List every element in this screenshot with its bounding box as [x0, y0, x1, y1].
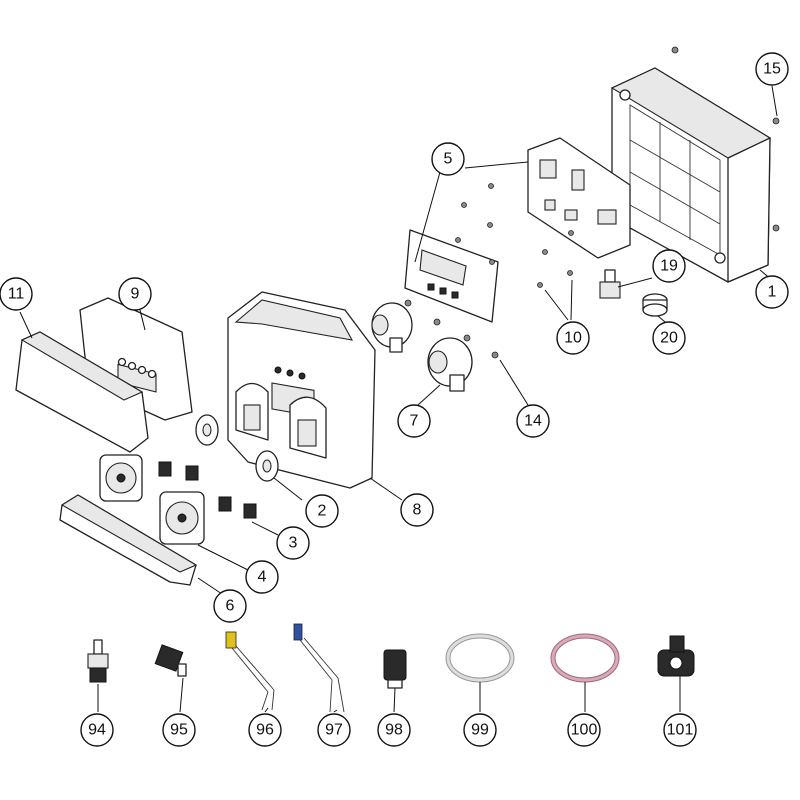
svg-text:94: 94: [88, 722, 106, 739]
callout-20: 20: [652, 321, 686, 355]
svg-text:14: 14: [524, 413, 542, 430]
svg-text:95: 95: [170, 722, 188, 739]
svg-text:97: 97: [325, 722, 343, 739]
svg-text:101: 101: [667, 722, 694, 739]
callout-96: 96: [248, 713, 282, 747]
callout-2: 2: [305, 494, 339, 528]
callout-99: 99: [463, 713, 497, 747]
display-board: [404, 229, 499, 323]
accessory-94-injection-valve: [87, 639, 109, 683]
accessory-101-collar: [657, 635, 695, 677]
callout-3: 3: [276, 526, 310, 560]
cap: [642, 293, 668, 317]
callout-15: 15: [755, 52, 789, 86]
pump-cover-upper: [99, 454, 143, 502]
callout-11: 11: [0, 277, 33, 311]
svg-text:1: 1: [768, 284, 777, 301]
callout-8: 8: [400, 493, 434, 527]
pump-front-body: [227, 291, 376, 489]
callout-97: 97: [317, 713, 351, 747]
screws: [404, 46, 780, 359]
front-cover: [15, 331, 149, 453]
callout-4: 4: [245, 560, 279, 594]
callout-7: 7: [397, 404, 431, 438]
svg-text:9: 9: [131, 286, 140, 303]
accessory-96-probe: [225, 631, 275, 711]
svg-text:3: 3: [289, 535, 298, 552]
svg-text:8: 8: [413, 502, 422, 519]
circuit-board: [527, 137, 631, 259]
cable-gland: [599, 269, 621, 299]
svg-text:5: 5: [444, 151, 453, 168]
base-tray: [59, 494, 198, 586]
accessory-100-tubing-coil: [550, 633, 620, 683]
svg-text:15: 15: [763, 61, 781, 78]
callout-6: 6: [213, 589, 247, 623]
accessory-95-foot-valve: [154, 644, 187, 677]
pump-rotor-upper: [195, 414, 219, 446]
svg-text:6: 6: [226, 598, 235, 615]
callout-101: 101: [663, 713, 697, 747]
callout-9: 9: [118, 277, 152, 311]
pump-cover-lower: [159, 491, 205, 545]
leader-lines: [19, 85, 778, 713]
pump-tube-lower: [218, 465, 257, 519]
svg-text:20: 20: [660, 330, 678, 347]
pump-rotor-lower: [255, 450, 279, 482]
svg-text:10: 10: [564, 330, 582, 347]
callout-10: 10: [556, 321, 590, 355]
callout-100: 100: [567, 713, 601, 747]
motor-upper: [371, 302, 413, 353]
svg-text:96: 96: [256, 722, 274, 739]
motor-lower: [427, 337, 473, 392]
accessory-98-probe-holder: [383, 649, 407, 689]
pump-tube-upper: [158, 428, 199, 481]
svg-text:99: 99: [471, 722, 489, 739]
callout-98: 98: [377, 713, 411, 747]
svg-text:98: 98: [385, 722, 403, 739]
accessory-97-probe: [293, 623, 345, 713]
accessory-99-tubing-coil: [445, 633, 515, 683]
callout-5: 5: [431, 142, 465, 176]
callout-95: 95: [162, 713, 196, 747]
svg-text:11: 11: [8, 286, 25, 303]
callout-14: 14: [516, 404, 550, 438]
callout-1: 1: [755, 275, 789, 309]
svg-text:2: 2: [318, 503, 327, 520]
svg-text:100: 100: [571, 722, 598, 739]
svg-text:7: 7: [410, 413, 419, 430]
callout-94: 94: [80, 713, 114, 747]
callout-19: 19: [652, 249, 686, 283]
rear-housing-box: [610, 67, 772, 283]
svg-text:4: 4: [258, 569, 267, 586]
svg-text:19: 19: [660, 258, 678, 275]
